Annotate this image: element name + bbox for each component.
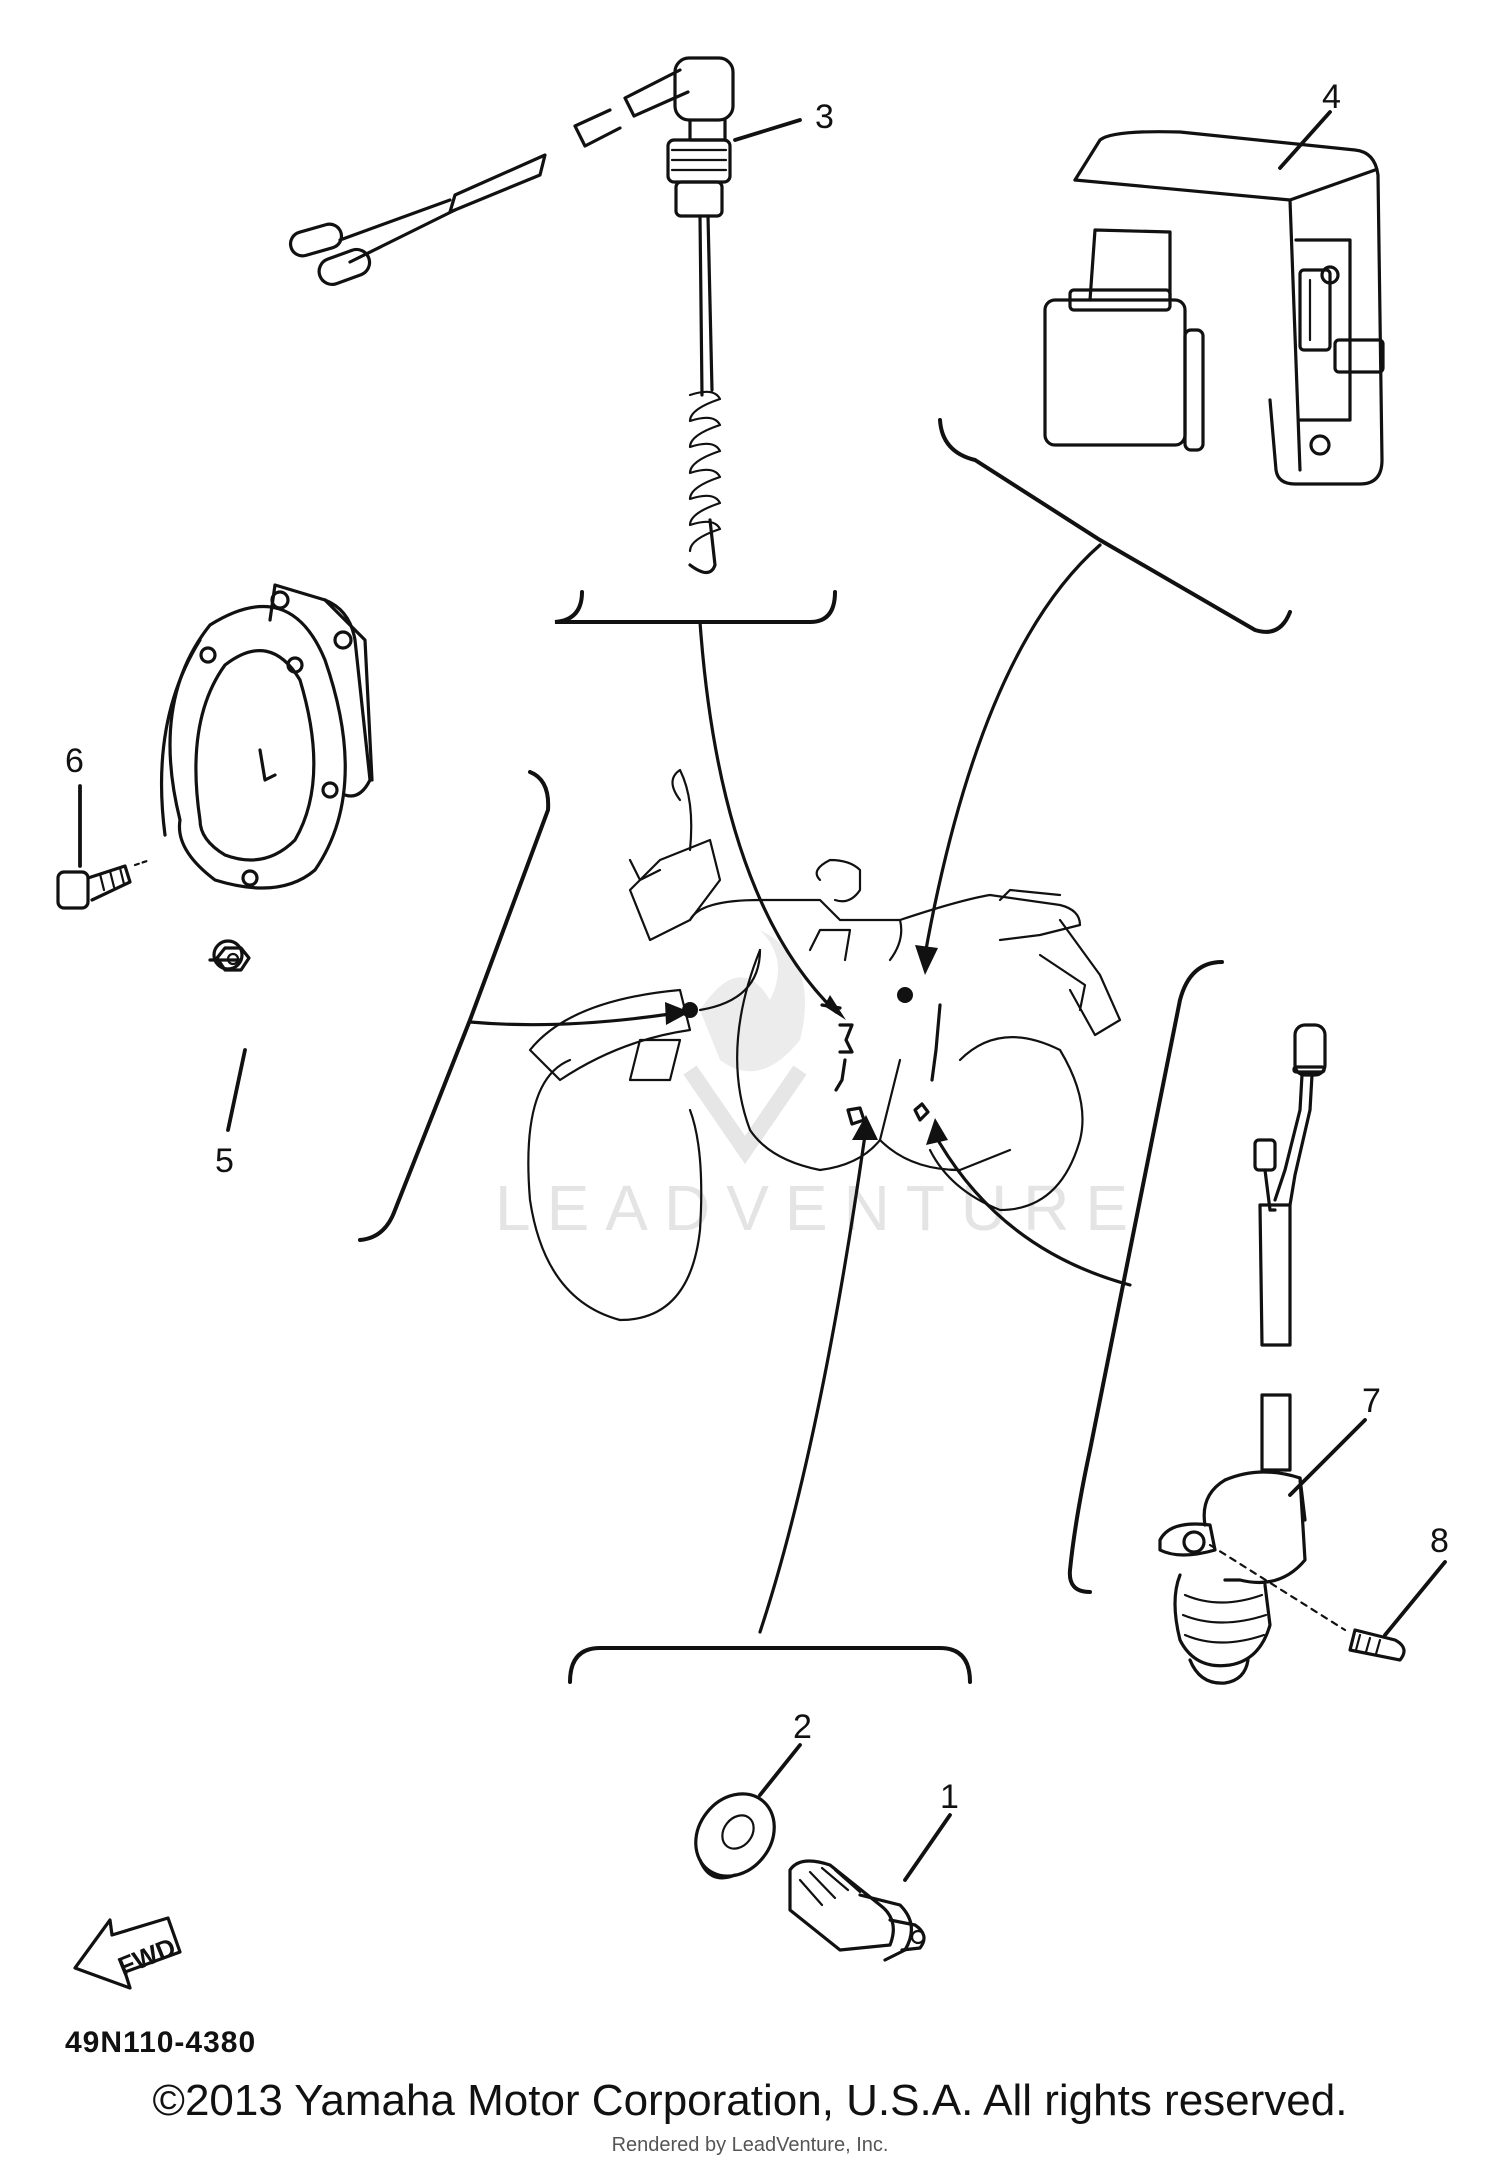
watermark-text: LEADVENTURE bbox=[495, 1172, 1144, 1244]
diagram-part-code: 49N110-4380 bbox=[65, 2026, 256, 2059]
part-6-bolt bbox=[56, 858, 152, 910]
callout-1: 1 bbox=[940, 1778, 959, 1816]
callout-6: 6 bbox=[65, 742, 84, 780]
leader-1 bbox=[903, 1813, 952, 1882]
leader-5 bbox=[226, 1048, 247, 1132]
part-5-horn bbox=[160, 583, 374, 971]
bracket-part-7 bbox=[1067, 960, 1224, 1594]
leader-4 bbox=[1278, 110, 1332, 170]
horn-nut-detail bbox=[215, 946, 251, 972]
bracket-part-3 bbox=[554, 590, 837, 624]
callout-2: 2 bbox=[793, 1708, 812, 1746]
leader-8 bbox=[1383, 1560, 1447, 1637]
part-7-brake-switch bbox=[1158, 1023, 1327, 1685]
copyright-notice: ©2013 Yamaha Motor Corporation, U.S.A. A… bbox=[152, 2076, 1348, 2125]
fwd-arrow-icon: FWD bbox=[73, 1916, 182, 1990]
bracket-part-5 bbox=[358, 770, 551, 1242]
part-8-screw bbox=[1208, 1543, 1406, 1662]
leader-3 bbox=[733, 118, 802, 142]
callout-4: 4 bbox=[1322, 78, 1341, 116]
watermark-logo bbox=[683, 930, 807, 1165]
part-1-switch bbox=[788, 1859, 926, 1962]
part-3-switch-lead bbox=[288, 56, 735, 575]
connection-arrows bbox=[468, 543, 1132, 1634]
callout-7: 7 bbox=[1362, 1382, 1381, 1420]
callout-8: 8 bbox=[1430, 1522, 1449, 1560]
bracket-part-1-2 bbox=[568, 1646, 972, 1684]
rendered-by-credit: Rendered by LeadVenture, Inc. bbox=[611, 2134, 889, 2156]
bracket-part-4 bbox=[938, 418, 1292, 634]
part-4-relay bbox=[1043, 130, 1385, 486]
callout-3: 3 bbox=[815, 98, 834, 136]
leader-2 bbox=[758, 1743, 802, 1797]
leader-7 bbox=[1288, 1418, 1367, 1497]
callout-5: 5 bbox=[215, 1142, 234, 1180]
fwd-label: FWD bbox=[114, 1932, 180, 1982]
part-2-washer bbox=[694, 1792, 776, 1880]
